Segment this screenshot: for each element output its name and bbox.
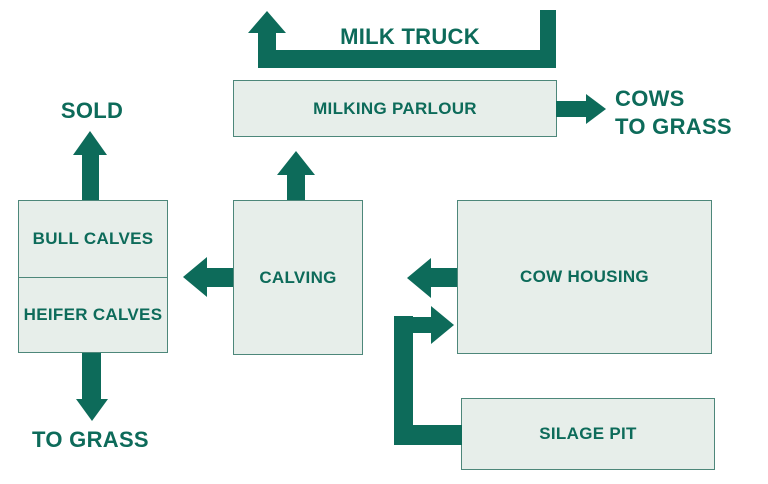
sold-arrow-shaft [82,153,99,201]
parlour-to-grass-arrow-shaft [556,101,588,117]
milk-truck-arrowhead-icon [248,11,286,33]
sold-label: SOLD [60,98,124,123]
node-cow-housing: COW HOUSING [457,200,712,354]
node-silage-pit: SILAGE PIT [461,398,715,470]
bull-calves-label: BULL CALVES [32,229,154,248]
sold-arrowhead-icon [73,131,107,155]
cows-to-grass-label: COWS TO GRASS [615,86,732,139]
calving-to-parlour-arrowhead-icon [277,151,315,175]
node-heifer-calves: HEIFER CALVES [19,278,167,351]
calving-label: CALVING [259,267,337,287]
node-calves-stack: BULL CALVES HEIFER CALVES [18,200,168,353]
parlour-to-grass-arrowhead-icon [586,94,606,124]
to-grass-arrowhead-icon [76,399,108,421]
cowhousing-to-calving-arrowhead-icon [407,258,431,298]
cow-housing-label: COW HOUSING [520,267,649,286]
to-grass-arrow-shaft [82,353,101,401]
cowhousing-to-calving-arrow-shaft [429,268,457,287]
silage-pit-label: SILAGE PIT [539,424,637,443]
milk-truck-label: MILK TRUCK [340,24,480,49]
calving-to-parlour-arrow-shaft [287,173,305,201]
silage-arrowhead-icon [431,306,454,344]
node-calving: CALVING [233,200,363,355]
silage-arrow-top-shaft [410,317,432,333]
silage-arrow-vertical-bar [394,316,413,445]
milk-truck-arrow-shaft [258,32,276,68]
heifer-calves-label: HEIFER CALVES [23,304,163,324]
milk-truck-arrow-horizontal-bar [262,50,556,68]
node-milking-parlour: MILKING PARLOUR [233,80,557,137]
calving-to-calves-arrow-shaft [205,268,233,287]
milking-parlour-label: MILKING PARLOUR [313,98,477,118]
calving-to-calves-arrowhead-icon [183,257,207,297]
node-bull-calves: BULL CALVES [19,201,167,278]
to-grass-label: TO GRASS [32,427,149,452]
